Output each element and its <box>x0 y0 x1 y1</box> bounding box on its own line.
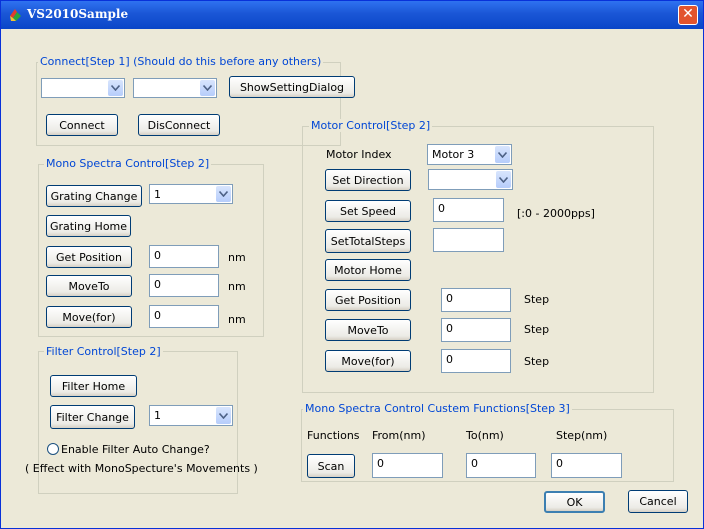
filter-effect-note: ( Effect with MonoSpecture's Movements ) <box>25 462 258 475</box>
filter-change-button[interactable]: Filter Change <box>50 405 135 429</box>
motor-home-button[interactable]: Motor Home <box>325 259 411 281</box>
scan-button[interactable]: Scan <box>307 454 355 478</box>
scan-from-field[interactable]: 0 <box>372 453 443 478</box>
to-header: To(nm) <box>466 429 504 442</box>
ok-button[interactable]: OK <box>544 491 605 513</box>
filter-home-button[interactable]: Filter Home <box>50 375 137 397</box>
filter-change-combo-value: 1 <box>154 409 161 422</box>
connect-group-title: Connect[Step 1] (Should do this before a… <box>38 55 324 68</box>
cancel-button[interactable]: Cancel <box>628 490 688 513</box>
app-icon <box>7 7 23 23</box>
grating-home-button[interactable]: Grating Home <box>46 215 131 237</box>
window-title: VS2010Sample <box>27 7 129 21</box>
speed-range-label: [:0 - 2000pps] <box>517 207 595 220</box>
title-bar: VS2010Sample ✕ <box>1 1 703 29</box>
close-button[interactable]: ✕ <box>678 5 698 25</box>
mono-movefor-button[interactable]: Move(for) <box>46 306 132 328</box>
scan-to-field[interactable]: 0 <box>466 453 536 478</box>
motor-movefor-field[interactable]: 0 <box>441 349 511 373</box>
grating-combo-value: 1 <box>154 188 161 201</box>
mono-moveto-unit: nm <box>228 280 246 293</box>
mono-get-position-field[interactable]: 0 <box>149 245 219 268</box>
close-icon: ✕ <box>682 6 694 22</box>
motor-movefor-unit: Step <box>524 355 550 368</box>
motor-get-position-button[interactable]: Get Position <box>325 289 411 311</box>
connect-button[interactable]: Connect <box>46 114 118 136</box>
motor-index-combo[interactable]: Motor 3 <box>427 144 512 165</box>
filter-auto-change-radio[interactable] <box>47 443 59 455</box>
mono-get-position-unit: nm <box>228 251 246 264</box>
chevron-down-icon[interactable] <box>108 80 123 96</box>
functions-header: Functions <box>307 429 360 442</box>
filter-group-title: Filter Control[Step 2] <box>44 345 163 358</box>
mono-get-position-button[interactable]: Get Position <box>46 246 132 268</box>
from-header: From(nm) <box>372 429 426 442</box>
motor-group <box>302 126 654 393</box>
filter-change-combo[interactable]: 1 <box>149 405 233 426</box>
filter-auto-change-label[interactable]: Enable Filter Auto Change? <box>61 443 210 456</box>
chevron-down-icon[interactable] <box>496 171 511 188</box>
motor-get-position-unit: Step <box>524 293 550 306</box>
chevron-down-icon[interactable] <box>216 407 231 424</box>
set-total-steps-button[interactable]: SetTotalSteps <box>325 229 411 253</box>
step-header: Step(nm) <box>556 429 608 442</box>
connect-combo-2[interactable] <box>133 78 217 98</box>
motor-index-label: Motor Index <box>326 148 392 161</box>
connect-combo-1[interactable] <box>41 78 125 98</box>
mono-moveto-button[interactable]: MoveTo <box>46 275 132 297</box>
motor-get-position-field[interactable]: 0 <box>441 288 511 312</box>
mono-movefor-unit: nm <box>228 313 246 326</box>
motor-moveto-button[interactable]: MoveTo <box>325 319 411 341</box>
chevron-down-icon[interactable] <box>216 186 231 202</box>
motor-group-title: Motor Control[Step 2] <box>309 119 433 132</box>
grating-change-button[interactable]: Grating Change <box>46 185 142 207</box>
show-setting-dialog-button[interactable]: ShowSettingDialog <box>229 76 355 98</box>
speed-field[interactable]: 0 <box>433 198 504 222</box>
mono-moveto-field[interactable]: 0 <box>149 274 219 297</box>
custom-functions-group-title: Mono Spectra Control Custem Functions[St… <box>303 402 572 415</box>
disconnect-button[interactable]: DisConnect <box>138 114 220 136</box>
total-steps-field[interactable] <box>433 228 504 252</box>
motor-moveto-field[interactable]: 0 <box>441 318 511 342</box>
motor-index-combo-value: Motor 3 <box>432 148 475 161</box>
chevron-down-icon[interactable] <box>200 80 215 96</box>
direction-combo[interactable] <box>428 169 513 190</box>
grating-combo[interactable]: 1 <box>149 184 233 204</box>
chevron-down-icon[interactable] <box>495 146 510 163</box>
set-speed-button[interactable]: Set Speed <box>325 200 411 222</box>
scan-step-field[interactable]: 0 <box>551 453 622 478</box>
motor-movefor-button[interactable]: Move(for) <box>325 350 411 372</box>
motor-moveto-unit: Step <box>524 323 550 336</box>
mono-spectra-group-title: Mono Spectra Control[Step 2] <box>44 157 212 170</box>
set-direction-button[interactable]: Set Direction <box>325 169 411 191</box>
mono-movefor-field[interactable]: 0 <box>149 305 219 328</box>
